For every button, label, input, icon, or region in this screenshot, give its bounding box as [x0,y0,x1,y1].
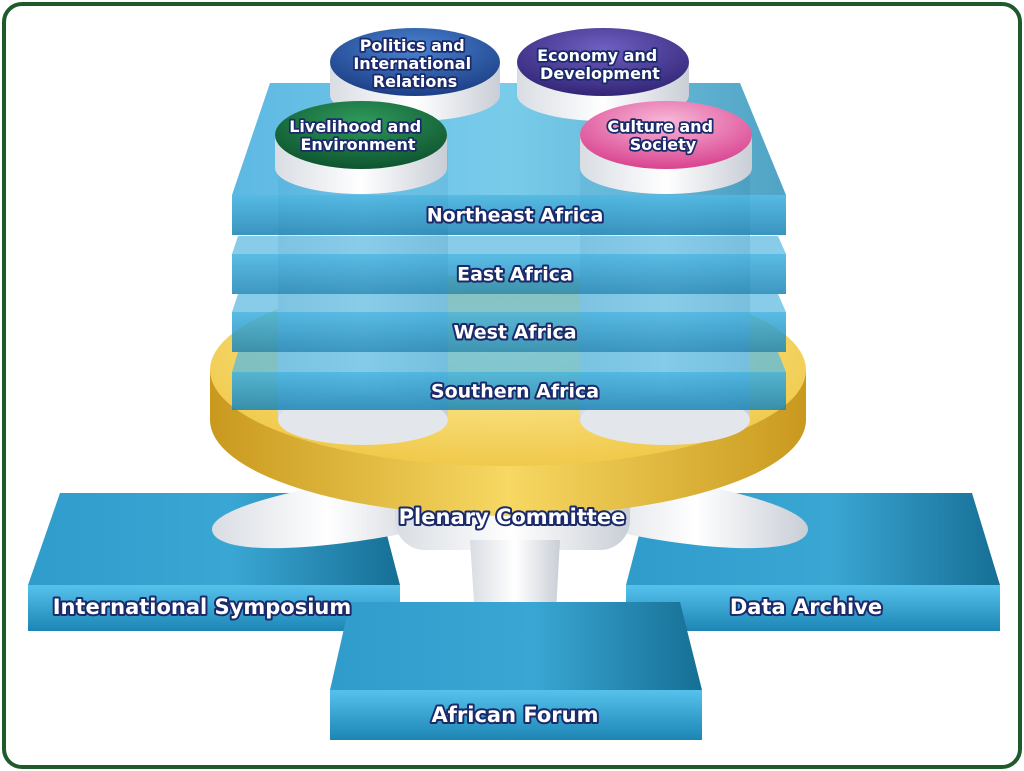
region-label-southern-africa: Southern Africa [431,381,599,403]
international-symposium-label: International Symposium [53,595,352,619]
theme-label-economy: Economy and Development [537,46,663,83]
region-band-east-africa [232,236,786,294]
region-band-west-africa [232,294,786,352]
plenary-committee-label: Plenary Committee [399,505,626,529]
region-label-northeast-africa: Northeast Africa [427,205,604,227]
outreach-slab-african-forum [330,602,702,740]
theme-disc-livelihood [275,101,447,194]
theme-label-culture: Culture and Society [607,117,718,154]
theme-disc-culture [580,101,752,194]
african-forum-label: African Forum [432,703,599,727]
theme-label-politics: Politics and International Relations [353,36,476,91]
region-band-southern-africa [232,352,786,410]
region-label-east-africa: East Africa [457,264,573,286]
theme-label-livelihood: Livelihood and Environment [289,117,427,154]
data-archive-label: Data Archive [730,595,882,619]
region-label-west-africa: West Africa [453,322,576,344]
